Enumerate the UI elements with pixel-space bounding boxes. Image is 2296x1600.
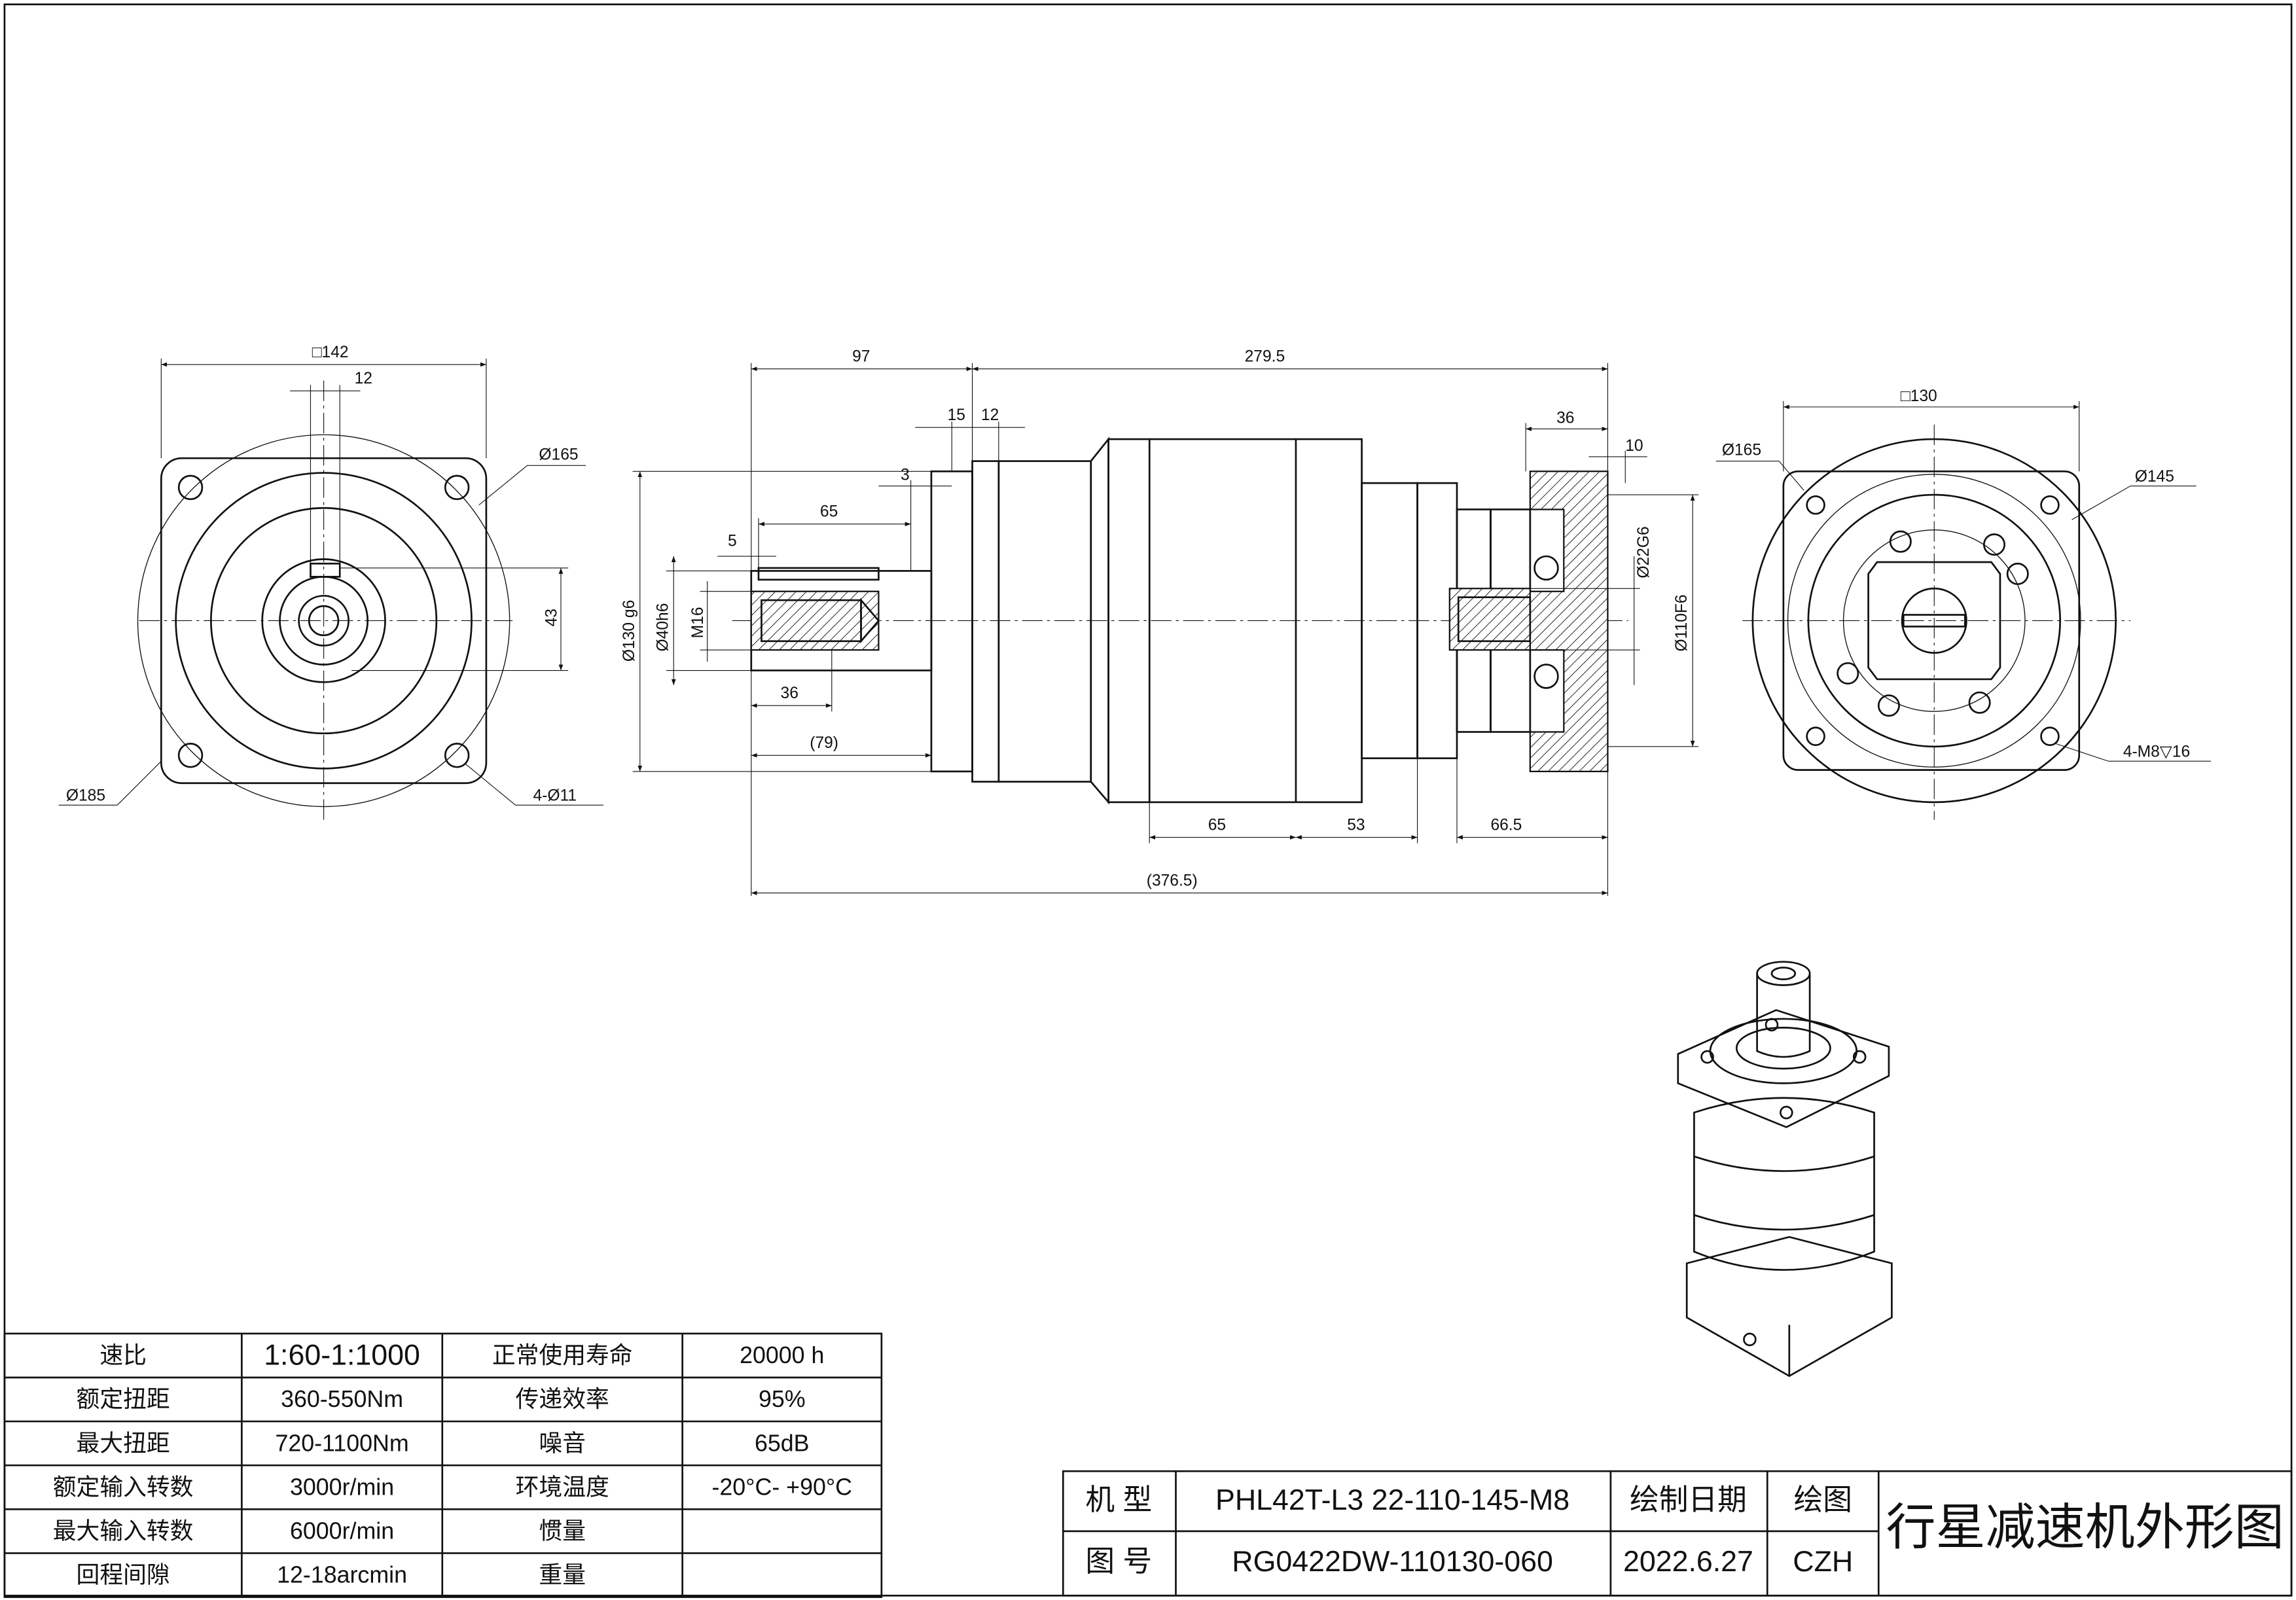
dim-12: 12 [981, 406, 999, 424]
dim-15: 15 [948, 406, 965, 424]
spec-cell: 回程间隙 [77, 1562, 170, 1588]
date-value: 2022.6.27 [1623, 1546, 1753, 1578]
dim-rear-square: □130 [1901, 387, 1937, 405]
dim-65-body: 65 [1208, 816, 1226, 834]
front-view: □142 12 43 Ø165 Ø185 4-Ø11 [58, 344, 603, 820]
dim-53: 53 [1347, 816, 1365, 834]
spec-cell: 12-18arcmin [277, 1562, 407, 1588]
spec-cell: 额定扭距 [77, 1386, 170, 1412]
dim-m16: M16 [689, 607, 707, 638]
dim-3: 3 [901, 467, 910, 484]
spec-cell: 额定输入转数 [53, 1474, 194, 1500]
side-view: 97 279.5 15 12 36 10 3 65 5 36 (79) 65 5… [620, 348, 1699, 897]
spec-cell: 95% [759, 1386, 806, 1412]
spec-cell: 1:60-1:1000 [264, 1339, 420, 1371]
dim-pcd: Ø165 [539, 446, 578, 463]
dim-65-shaft: 65 [820, 503, 838, 521]
spec-cell: 噪音 [539, 1430, 586, 1456]
drawing-no-value: RG0422DW-110130-060 [1232, 1546, 1553, 1578]
dim-66-5: 66.5 [1490, 816, 1522, 834]
spec-cell: 传递效率 [516, 1386, 609, 1412]
spec-table: 速比 1:60-1:1000 正常使用寿命 20000 h 额定扭距 360-550Nm 传… [3, 1332, 883, 1598]
dim-rear-pcd: Ø145 [2135, 468, 2174, 486]
drawer-label: 绘图 [1794, 1484, 1852, 1516]
spec-cell: 最大输入转数 [53, 1518, 194, 1544]
dim-279-5: 279.5 [1245, 348, 1285, 366]
drawing-title: 行星减速机外形图 [1886, 1500, 2284, 1556]
spec-cell: 环境温度 [516, 1474, 609, 1500]
dim-outer: Ø185 [66, 787, 105, 805]
spec-cell: 惯量 [539, 1518, 586, 1544]
dim-36: 36 [781, 684, 798, 702]
dim-40h6: Ø40h6 [654, 603, 672, 652]
dim-square: □142 [312, 344, 349, 361]
spec-cell: 速比 [99, 1342, 147, 1368]
dim-110f6: Ø110F6 [1673, 594, 1691, 651]
spec-cell: 正常使用寿命 [492, 1342, 633, 1368]
title-block: 机 型 PHL42T-L3 22-110-145-M8 绘制日期 绘图 图 号 … [1062, 1470, 2293, 1597]
dim-97: 97 [852, 348, 870, 366]
spec-cell: 6000r/min [290, 1518, 394, 1544]
dim-22g6: Ø22G6 [1635, 526, 1653, 578]
dim-holes: 4-Ø11 [533, 787, 577, 805]
model-label: 机 型 [1085, 1484, 1152, 1516]
dim-height: 43 [543, 609, 560, 626]
rear-view: □130 Ø165 Ø145 4-M8▽16 [1715, 387, 2212, 820]
drawer-value: CZH [1793, 1546, 1853, 1578]
dim-79: (79) [810, 734, 838, 752]
spec-cell: 最大扭距 [77, 1430, 170, 1456]
spec-cell: 360-550Nm [281, 1386, 403, 1412]
dim-rear-holes: 4-M8▽16 [2123, 743, 2190, 761]
spec-cell: 重量 [539, 1562, 586, 1588]
dim-rear-outer: Ø165 [1722, 442, 1761, 459]
model-value: PHL42T-L3 22-110-145-M8 [1215, 1484, 1570, 1516]
dim-5: 5 [728, 532, 737, 550]
dim-130-g6: Ø130 g6 [620, 600, 638, 662]
spec-cell: 720-1100Nm [275, 1430, 408, 1456]
spec-cell: 65dB [755, 1430, 810, 1456]
spec-cell: -20°C- +90°C [711, 1474, 852, 1500]
spec-cell: 20000 h [740, 1342, 824, 1368]
dim-376-5: (376.5) [1147, 872, 1198, 889]
dim-36-top: 36 [1556, 409, 1574, 427]
isometric-view [1677, 961, 1893, 1378]
dim-key: 12 [355, 370, 372, 387]
spec-cell: 3000r/min [290, 1474, 394, 1500]
drawing-no-label: 图 号 [1085, 1546, 1152, 1578]
dim-10: 10 [1625, 437, 1643, 455]
date-label: 绘制日期 [1630, 1484, 1747, 1516]
